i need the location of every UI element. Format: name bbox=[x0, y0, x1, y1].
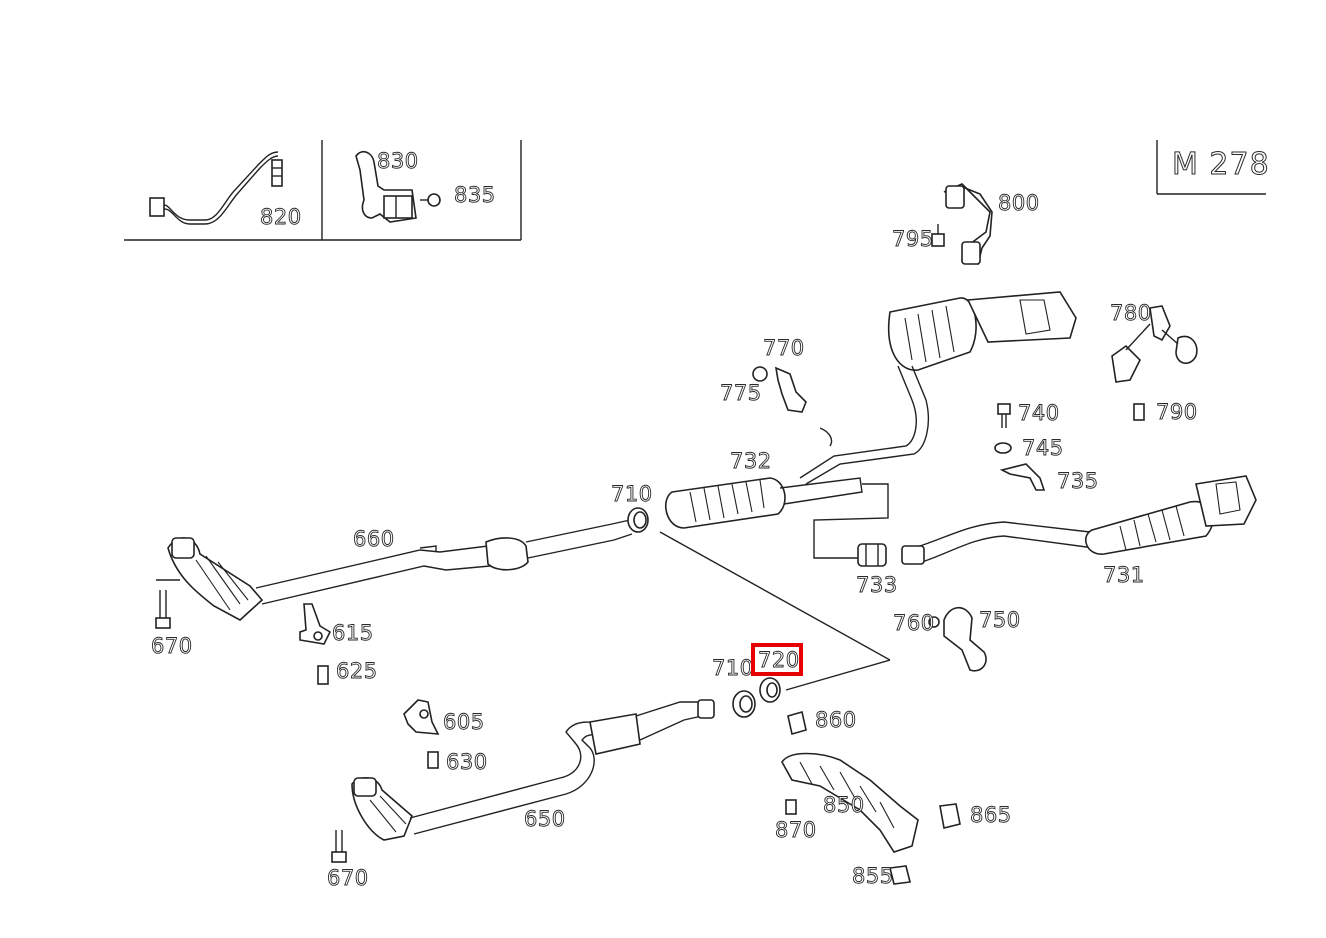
label-605: 605 bbox=[443, 710, 485, 734]
label-732: 732 bbox=[730, 449, 772, 473]
clamp-720-drawing bbox=[732, 677, 781, 718]
label-670-upper: 670 bbox=[151, 634, 193, 658]
label-750: 750 bbox=[979, 608, 1021, 632]
sensor-inset bbox=[124, 140, 522, 241]
label-735: 735 bbox=[1057, 469, 1099, 493]
label-650: 650 bbox=[524, 807, 566, 831]
label-870: 870 bbox=[775, 818, 817, 842]
label-775: 775 bbox=[720, 381, 762, 405]
label-660: 660 bbox=[353, 527, 395, 551]
bracket-605-drawing bbox=[403, 699, 440, 769]
hanger-750-drawing bbox=[928, 606, 987, 672]
label-630: 630 bbox=[446, 750, 488, 774]
part-labels: 820 830 835 800 795 780 790 770 775 740 … bbox=[151, 149, 1198, 891]
bolt-740-washer-745-strap-735 bbox=[994, 403, 1046, 491]
label-770: 770 bbox=[763, 336, 805, 360]
label-850: 850 bbox=[823, 793, 865, 817]
oxygen-sensor-drawing bbox=[149, 151, 283, 225]
label-780: 780 bbox=[1110, 301, 1152, 325]
label-760: 760 bbox=[893, 611, 935, 635]
highlight-box bbox=[751, 643, 803, 676]
label-625: 625 bbox=[336, 659, 378, 683]
label-710-lower: 710 bbox=[712, 656, 754, 680]
label-615: 615 bbox=[332, 621, 374, 645]
label-790: 790 bbox=[1156, 400, 1198, 424]
label-830: 830 bbox=[377, 149, 419, 173]
model-label: M 278 bbox=[1172, 147, 1270, 182]
label-745: 745 bbox=[1022, 436, 1064, 460]
label-740: 740 bbox=[1018, 401, 1060, 425]
sensor-bracket-drawing bbox=[355, 150, 441, 223]
model-box: M 278 bbox=[1156, 140, 1270, 195]
hanger-770-drawing bbox=[752, 366, 807, 413]
hanger-800-drawing bbox=[931, 183, 993, 265]
label-855: 855 bbox=[852, 864, 894, 888]
clamp-710-upper-drawing bbox=[627, 507, 649, 533]
pipe-733-drawing bbox=[813, 483, 889, 567]
label-720: 720 bbox=[758, 648, 800, 672]
left-front-pipe-drawing bbox=[155, 519, 633, 629]
right-rear-muffler-drawing bbox=[901, 475, 1257, 565]
label-820: 820 bbox=[260, 205, 302, 229]
left-rear-muffler-drawing bbox=[664, 291, 1077, 529]
hanger-780-drawing bbox=[1111, 305, 1198, 421]
label-795: 795 bbox=[892, 227, 934, 251]
label-860: 860 bbox=[815, 708, 857, 732]
bracket-615-drawing bbox=[299, 603, 332, 685]
label-800: 800 bbox=[998, 191, 1040, 215]
right-front-pipe-drawing bbox=[331, 699, 715, 863]
label-835: 835 bbox=[454, 183, 496, 207]
label-733: 733 bbox=[856, 573, 898, 597]
label-865: 865 bbox=[970, 803, 1012, 827]
label-710-upper: 710 bbox=[611, 482, 653, 506]
crossmember-850-drawing bbox=[781, 710, 961, 885]
leader-lines bbox=[659, 531, 891, 691]
label-731: 731 bbox=[1103, 563, 1145, 587]
label-670-lower: 670 bbox=[327, 866, 369, 890]
